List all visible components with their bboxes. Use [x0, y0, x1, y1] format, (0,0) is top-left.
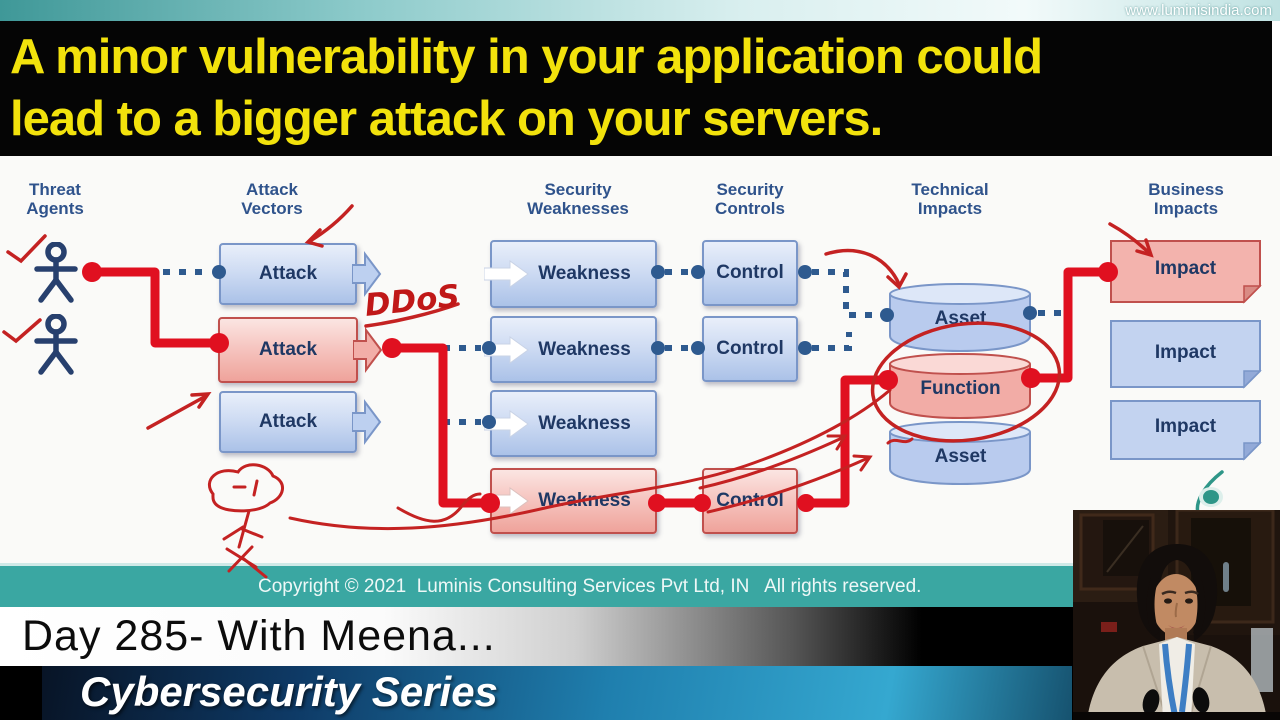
impact-label: Impact	[1154, 258, 1217, 279]
control-box-label: Control	[716, 490, 784, 511]
control-box: Control	[702, 468, 798, 534]
weakness-box-label: Weakness	[538, 490, 631, 511]
threat-agent-icon	[34, 242, 78, 303]
asset-cylinder: Asset	[888, 420, 1033, 486]
asset-label: Asset	[934, 446, 987, 467]
site-url: www.luminisindia.com	[1125, 2, 1272, 19]
header-business-impacts: Business Impacts	[1148, 180, 1224, 218]
impact-label: Impact	[1154, 416, 1217, 437]
function-cylinder: Function	[888, 352, 1033, 420]
white-arrow-icon	[484, 409, 529, 438]
attack-box: Attack	[219, 391, 382, 453]
weakness-box: Weakness	[484, 316, 657, 383]
weakness-box: Weakness	[484, 468, 657, 534]
slide-stage: Threat Agents Attack Vectors Security We…	[0, 156, 1280, 607]
series-title-band: Cybersecurity Series	[0, 666, 1280, 720]
impact-box: Impact	[1108, 318, 1263, 390]
note-shape-icon	[1110, 400, 1262, 461]
header-security-weaknesses: Security Weaknesses	[527, 180, 629, 218]
day-caption-strip: Day 285- With Meena...	[0, 607, 1280, 666]
weakness-box: Weakness	[484, 240, 657, 308]
headline-banner: A minor vulnerability in your applicatio…	[0, 21, 1272, 156]
note-shape-icon	[1110, 320, 1262, 389]
arrow-tab-icon	[352, 399, 382, 445]
attack-box-label: Attack	[258, 339, 318, 360]
weakness-box-label: Weakness	[538, 338, 631, 360]
arrow-tab-icon	[352, 251, 382, 297]
attack-box-label: Attack	[258, 263, 318, 284]
function-label: Function	[920, 378, 1001, 399]
control-box-label: Control	[716, 338, 784, 359]
weakness-box-label: Weakness	[538, 412, 631, 434]
attack-box: Attack	[219, 243, 382, 305]
header-technical-impacts: Technical Impacts	[911, 180, 989, 218]
copyright-band: Copyright © 2021 Luminis Consulting Serv…	[0, 563, 1280, 607]
white-arrow-icon	[484, 335, 529, 364]
header-threat-agents: Threat Agents	[26, 180, 84, 218]
white-arrow-icon	[484, 487, 529, 515]
control-box: Control	[702, 240, 798, 306]
threat-agent-icon	[34, 314, 78, 375]
control-box: Control	[702, 316, 798, 382]
white-arrow-icon	[484, 260, 529, 288]
attack-box: Attack	[218, 317, 383, 383]
series-title-text: Cybersecurity Series	[80, 668, 498, 715]
weakness-box-label: Weakness	[538, 263, 631, 284]
asset-cylinder: Asset	[888, 282, 1033, 353]
arrow-tab-icon	[353, 327, 383, 373]
impact-box: Impact	[1108, 398, 1263, 462]
webcam-video	[1073, 510, 1280, 720]
copyright-text: Copyright © 2021 Luminis Consulting Serv…	[258, 575, 922, 597]
header-attack-vectors: Attack Vectors	[241, 180, 303, 218]
series-band-gradient	[42, 666, 1072, 720]
presenter-illustration	[1073, 510, 1280, 720]
day-caption-text: Day 285- With Meena...	[22, 612, 496, 660]
top-url-bar: www.luminisindia.com	[0, 0, 1280, 21]
header-security-controls: Security Controls	[715, 180, 785, 218]
asset-label: Asset	[934, 308, 987, 329]
impact-box: Impact	[1108, 238, 1263, 305]
control-box-label: Control	[716, 262, 784, 283]
impact-label: Impact	[1154, 342, 1217, 363]
headline-text: A minor vulnerability in your applicatio…	[10, 30, 1043, 146]
attack-box-label: Attack	[258, 411, 318, 432]
weakness-box: Weakness	[484, 390, 657, 457]
